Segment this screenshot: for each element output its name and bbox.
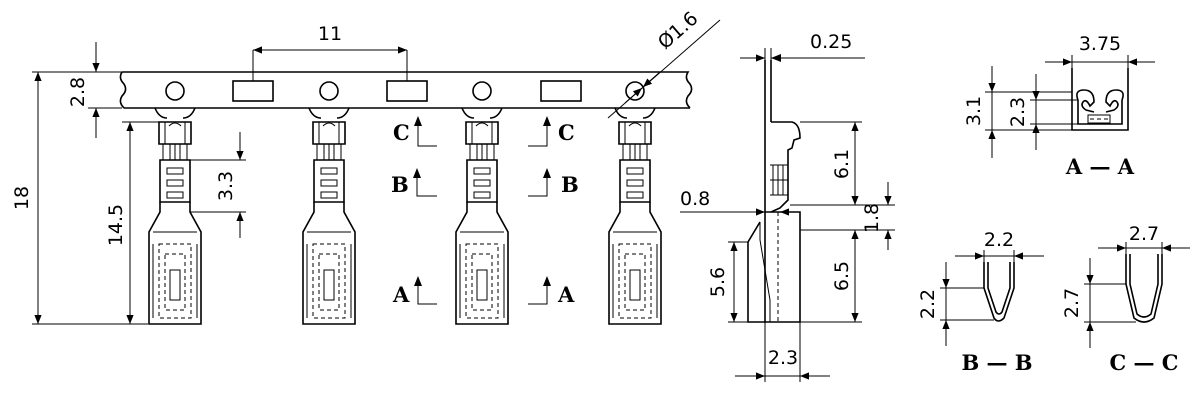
section-cc-title: C — C bbox=[1109, 350, 1178, 375]
carrier-strip bbox=[119, 71, 693, 109]
terminals-group bbox=[148, 107, 662, 325]
dim-aa-width-label: 3.75 bbox=[1079, 33, 1121, 55]
dim-side-tab: 5.6 bbox=[707, 241, 748, 323]
dim-strip-width: 2.8 bbox=[67, 42, 122, 138]
dim-bb-height-label: 2.2 bbox=[917, 289, 939, 319]
section-aa: 3.75 3.1 2.3 A — A bbox=[963, 33, 1155, 179]
dim-side-step: 1.8 bbox=[790, 182, 895, 250]
pilot-hole bbox=[625, 81, 645, 101]
section-mark-a-left: A bbox=[392, 282, 410, 307]
section-bb-title: B — B bbox=[961, 350, 1032, 375]
dim-side-lower-label: 6.5 bbox=[831, 261, 853, 291]
dim-strip-width-label: 2.8 bbox=[67, 77, 89, 107]
dim-aa-outer-label: 3.1 bbox=[963, 96, 985, 126]
dim-hole: Ø1.6 bbox=[607, 8, 721, 119]
section-aa-title: A — A bbox=[1065, 154, 1135, 179]
section-bb: 2.2 2.2 B — B bbox=[917, 229, 1044, 375]
terminal bbox=[608, 107, 662, 325]
section-cc: 2.7 2.7 C — C bbox=[1061, 223, 1190, 375]
section-mark-b-right: B bbox=[561, 172, 579, 197]
dim-barrel: 3.3 bbox=[190, 132, 246, 238]
terminal bbox=[455, 107, 509, 325]
dim-side-gap: 0.8 bbox=[680, 188, 800, 216]
dim-pitch: 11 bbox=[252, 23, 408, 81]
terminal bbox=[302, 107, 356, 325]
section-markers: C C B B A A bbox=[391, 116, 579, 307]
dim-overall-label: 18 bbox=[11, 186, 33, 210]
dim-bb-width-label: 2.2 bbox=[984, 229, 1014, 251]
dim-side-width: 2.3 bbox=[735, 322, 830, 382]
section-mark-c-right: C bbox=[558, 120, 575, 145]
strip-slot bbox=[386, 80, 428, 102]
dim-barrel-label: 3.3 bbox=[215, 171, 237, 201]
strip-slot bbox=[540, 80, 582, 102]
section-mark-b-left: B bbox=[391, 172, 409, 197]
dim-side-gap-label: 0.8 bbox=[680, 188, 710, 210]
pilot-hole bbox=[165, 81, 185, 101]
dim-side-upper-label: 6.1 bbox=[831, 149, 853, 179]
dim-thickness: 0.25 bbox=[740, 31, 865, 62]
section-mark-c-left: C bbox=[393, 120, 410, 145]
dim-hole-label: Ø1.6 bbox=[654, 8, 703, 54]
dim-side-width-label: 2.3 bbox=[768, 347, 798, 369]
dim-pitch-label: 11 bbox=[318, 23, 342, 45]
side-view bbox=[747, 60, 801, 323]
dim-terminal-length-label: 14.5 bbox=[105, 204, 127, 246]
dim-side-step-label: 1.8 bbox=[861, 203, 883, 233]
dim-terminal-length: 14.5 bbox=[105, 121, 160, 324]
dim-side-tab-label: 5.6 bbox=[707, 267, 729, 297]
dim-cc-width-label: 2.7 bbox=[1129, 223, 1159, 245]
dim-aa-inner-label: 2.3 bbox=[1007, 97, 1029, 127]
pilot-hole bbox=[472, 81, 492, 101]
terminal bbox=[148, 107, 202, 325]
dim-side-lower: 6.5 bbox=[800, 230, 862, 323]
pilot-hole bbox=[319, 81, 339, 101]
dim-side-upper: 6.1 bbox=[790, 121, 862, 206]
section-mark-a-right: A bbox=[557, 282, 575, 307]
dim-cc-height-label: 2.7 bbox=[1061, 288, 1083, 318]
dim-thickness-label: 0.25 bbox=[810, 31, 852, 53]
strip-slot bbox=[232, 80, 274, 102]
dim-overall: 18 bbox=[11, 71, 148, 325]
